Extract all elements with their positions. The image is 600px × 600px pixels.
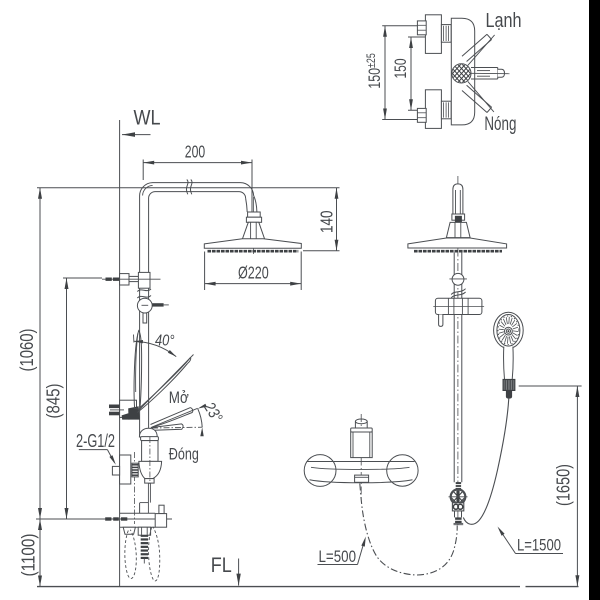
svg-text:Mở: Mở bbox=[169, 388, 189, 407]
svg-text:Ø220: Ø220 bbox=[238, 263, 269, 283]
svg-text:150: 150 bbox=[391, 59, 410, 79]
svg-text:40°: 40° bbox=[155, 333, 175, 350]
svg-text:(1100): (1100) bbox=[19, 534, 39, 577]
svg-text:(1650): (1650) bbox=[554, 464, 574, 506]
svg-text:Nóng: Nóng bbox=[484, 113, 516, 135]
svg-text:WL: WL bbox=[134, 106, 161, 130]
svg-text:(845): (845) bbox=[44, 384, 64, 419]
svg-text:(1060): (1060) bbox=[17, 329, 37, 372]
svg-text:2-G1/2: 2-G1/2 bbox=[76, 431, 115, 451]
svg-text:L=1500: L=1500 bbox=[517, 536, 561, 555]
svg-text:Đóng: Đóng bbox=[169, 444, 199, 463]
svg-text:L=500: L=500 bbox=[319, 547, 357, 566]
svg-text:FL: FL bbox=[211, 553, 232, 577]
svg-text:Lạnh: Lạnh bbox=[486, 10, 522, 32]
svg-text:140: 140 bbox=[316, 210, 336, 233]
svg-text:200: 200 bbox=[185, 142, 206, 162]
